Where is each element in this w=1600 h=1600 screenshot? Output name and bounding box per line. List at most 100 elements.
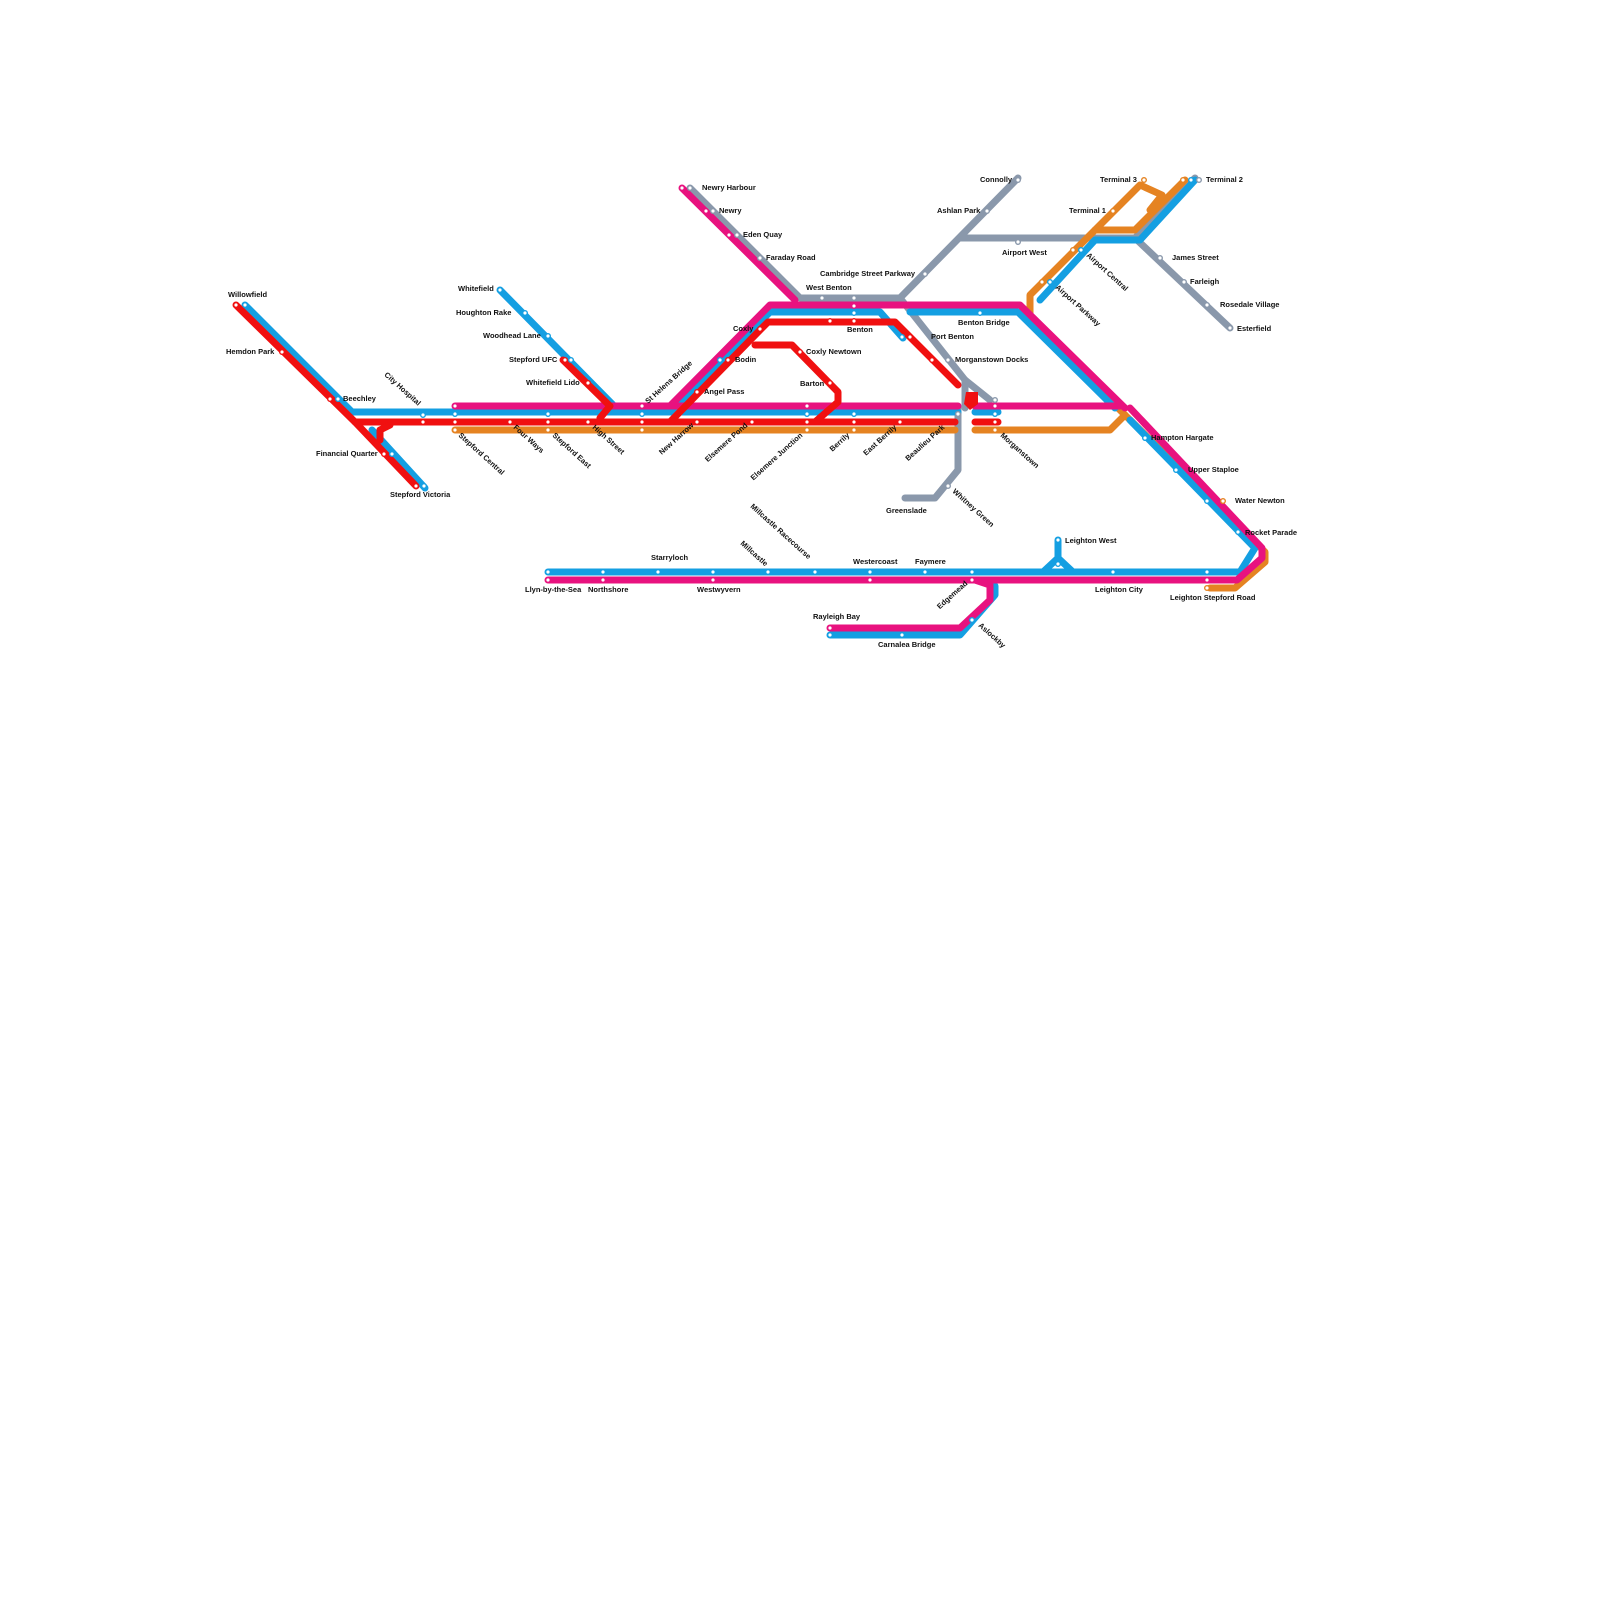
station-marker[interactable] <box>600 569 607 576</box>
station-marker[interactable] <box>992 427 999 434</box>
station-marker[interactable] <box>452 427 459 434</box>
station-marker[interactable] <box>969 569 976 576</box>
station-marker[interactable] <box>819 295 826 302</box>
station-marker[interactable] <box>851 427 858 434</box>
station-marker[interactable] <box>992 403 999 410</box>
station-marker[interactable] <box>984 207 991 214</box>
station-marker[interactable] <box>545 569 552 576</box>
station-marker[interactable] <box>992 411 999 418</box>
station-marker[interactable] <box>922 271 929 278</box>
station-marker[interactable] <box>545 427 552 434</box>
station-marker[interactable] <box>922 569 929 576</box>
station-marker[interactable] <box>977 310 984 317</box>
station-marker[interactable] <box>703 207 710 214</box>
station-marker[interactable] <box>804 411 811 418</box>
station-marker[interactable] <box>851 318 858 325</box>
station-marker[interactable] <box>562 357 569 364</box>
station-marker[interactable] <box>420 419 427 426</box>
station-marker[interactable] <box>827 625 834 632</box>
station-marker[interactable] <box>1226 325 1233 332</box>
station-marker[interactable] <box>851 411 858 418</box>
station-marker[interactable] <box>804 403 811 410</box>
station-marker[interactable] <box>1179 176 1186 183</box>
station-marker[interactable] <box>725 357 732 364</box>
station-marker[interactable] <box>585 380 592 387</box>
station-marker[interactable] <box>1038 279 1045 286</box>
station-marker[interactable] <box>765 569 772 576</box>
station-marker[interactable] <box>867 577 874 584</box>
station-marker[interactable] <box>679 184 686 191</box>
station-marker[interactable] <box>1172 467 1179 474</box>
station-marker[interactable] <box>797 349 804 356</box>
station-marker[interactable] <box>279 349 286 356</box>
station-marker[interactable] <box>1054 537 1061 544</box>
station-marker[interactable] <box>757 326 764 333</box>
station-marker[interactable] <box>734 231 741 238</box>
station-marker[interactable] <box>1195 176 1202 183</box>
station-marker[interactable] <box>568 357 575 364</box>
station-marker[interactable] <box>955 411 962 418</box>
station-marker[interactable] <box>1140 176 1147 183</box>
station-marker[interactable] <box>726 231 733 238</box>
station-marker[interactable] <box>710 569 717 576</box>
station-marker[interactable] <box>639 419 646 426</box>
station-marker[interactable] <box>1109 569 1116 576</box>
station-marker[interactable] <box>804 427 811 434</box>
station-marker[interactable] <box>1180 279 1187 286</box>
station-marker[interactable] <box>1203 302 1210 309</box>
station-marker[interactable] <box>452 419 459 426</box>
station-marker[interactable] <box>452 403 459 410</box>
station-marker[interactable] <box>381 451 388 458</box>
station-marker[interactable] <box>851 310 858 317</box>
station-marker[interactable] <box>710 577 717 584</box>
station-marker[interactable] <box>655 569 662 576</box>
station-marker[interactable] <box>899 334 906 341</box>
station-marker[interactable] <box>545 333 552 340</box>
station-marker[interactable] <box>757 254 764 261</box>
station-marker[interactable] <box>992 419 999 426</box>
station-marker[interactable] <box>545 411 552 418</box>
station-marker[interactable] <box>335 396 342 403</box>
station-marker[interactable] <box>907 334 914 341</box>
station-marker[interactable] <box>969 617 976 624</box>
station-marker[interactable] <box>749 419 756 426</box>
station-marker[interactable] <box>969 577 976 584</box>
station-marker[interactable] <box>639 427 646 434</box>
station-marker[interactable] <box>1015 176 1022 183</box>
station-marker[interactable] <box>717 357 724 364</box>
station-marker[interactable] <box>639 411 646 418</box>
station-marker[interactable] <box>1203 585 1210 592</box>
station-marker[interactable] <box>812 569 819 576</box>
station-marker[interactable] <box>827 318 834 325</box>
station-marker[interactable] <box>804 419 811 426</box>
station-marker[interactable] <box>851 303 858 310</box>
station-marker[interactable] <box>545 577 552 584</box>
station-marker[interactable] <box>694 419 701 426</box>
station-marker[interactable] <box>232 302 239 309</box>
station-marker[interactable] <box>1109 207 1116 214</box>
station-marker[interactable] <box>585 419 592 426</box>
station-marker[interactable] <box>694 389 701 396</box>
station-marker[interactable] <box>389 451 396 458</box>
station-marker[interactable] <box>1156 254 1163 261</box>
station-marker[interactable] <box>827 632 834 639</box>
station-marker[interactable] <box>945 483 952 490</box>
station-marker[interactable] <box>1187 176 1194 183</box>
station-marker[interactable] <box>1069 246 1076 253</box>
station-marker[interactable] <box>639 403 646 410</box>
station-marker[interactable] <box>1054 561 1061 568</box>
station-marker[interactable] <box>992 397 999 404</box>
station-marker[interactable] <box>710 207 717 214</box>
station-marker[interactable] <box>452 411 459 418</box>
station-marker[interactable] <box>1046 279 1053 286</box>
station-marker[interactable] <box>1234 529 1241 536</box>
station-marker[interactable] <box>867 569 874 576</box>
station-marker[interactable] <box>1015 238 1022 245</box>
station-marker[interactable] <box>827 380 834 387</box>
station-marker[interactable] <box>507 419 514 426</box>
station-marker[interactable] <box>545 419 552 426</box>
station-marker[interactable] <box>327 396 334 403</box>
station-marker[interactable] <box>897 419 904 426</box>
station-marker[interactable] <box>420 412 427 419</box>
station-marker[interactable] <box>851 419 858 426</box>
